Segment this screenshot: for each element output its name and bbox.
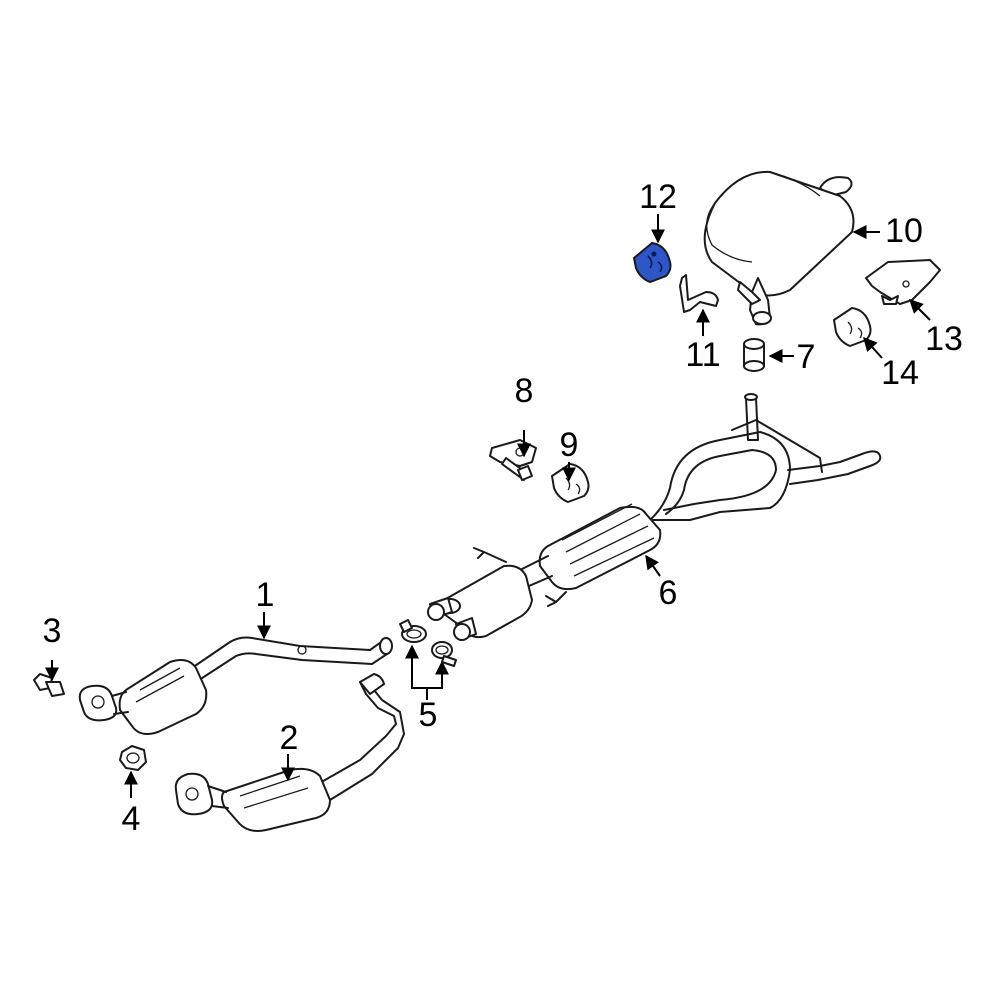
oxygen-sensor-part-3[interactable] — [33, 673, 65, 697]
insulator-part-14[interactable] — [833, 307, 872, 347]
callout-10: 10 — [885, 212, 923, 250]
coupler-pipe-part-7[interactable] — [743, 338, 765, 372]
intermediate-pipe-part-6[interactable] — [427, 393, 882, 641]
bracket-part-13[interactable] — [865, 259, 941, 305]
callout-3: 3 — [43, 612, 62, 650]
callout-13: 13 — [925, 320, 963, 358]
insulator-part-9[interactable] — [551, 463, 590, 503]
callout-12: 12 — [639, 178, 677, 216]
front-pipe-part-1[interactable] — [78, 636, 393, 735]
bracket-part-8[interactable] — [489, 439, 537, 481]
callout-9: 9 — [560, 426, 579, 464]
callout-5: 5 — [419, 696, 438, 734]
nut-part-4[interactable] — [119, 745, 147, 771]
front-pipe-part-2[interactable] — [174, 673, 405, 832]
hanger-bracket-part-11[interactable] — [679, 274, 719, 313]
callout-11: 11 — [685, 336, 720, 374]
callout-8: 8 — [515, 372, 534, 410]
insulator-part-12[interactable] — [632, 241, 672, 284]
leader-lines — [45, 214, 931, 798]
callout-14: 14 — [881, 354, 919, 392]
callout-6: 6 — [659, 574, 678, 612]
callout-2: 2 — [280, 719, 299, 757]
rear-muffler[interactable] — [703, 170, 855, 326]
clamps-part-5[interactable] — [399, 619, 457, 667]
callout-4: 4 — [122, 800, 141, 838]
callout-labels: 1 2 3 4 5 6 7 8 9 10 11 12 13 14 — [43, 178, 963, 838]
callout-1: 1 — [256, 576, 275, 614]
callout-7: 7 — [797, 338, 816, 376]
